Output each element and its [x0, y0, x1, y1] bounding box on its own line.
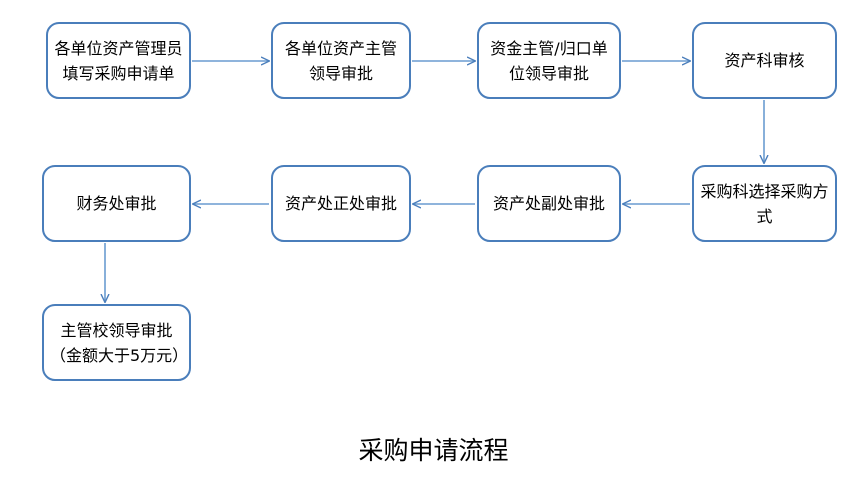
node-label: 资产处副处审批: [492, 194, 605, 213]
node-label: 各单位资产管理员填写采购申请单: [54, 38, 183, 83]
node-label: 采购科选择采购方式: [700, 181, 829, 226]
node-school-leader-approval[interactable]: 主管校领导审批（金额大于5万元）: [42, 304, 191, 381]
diagram-caption: 采购申请流程: [358, 436, 509, 465]
node-label: 资产处正处审批: [284, 194, 397, 213]
node-unit-asset-head-approval[interactable]: 各单位资产主管领导审批: [271, 22, 411, 99]
node-label: 主管校领导审批（金额大于5万元）: [50, 320, 189, 365]
node-finance-dept-approval[interactable]: 财务处审批: [42, 165, 191, 242]
node-label: 资产科审核: [724, 51, 805, 70]
node-label: 各单位资产主管领导审批: [284, 38, 397, 83]
node-asset-dept-deputy-approval[interactable]: 资产处副处审批: [477, 165, 621, 242]
node-label: 财务处审批: [76, 194, 157, 213]
node-fund-head-approval[interactable]: 资金主管/归口单位领导审批: [477, 22, 621, 99]
node-label: 资金主管/归口单位领导审批: [490, 38, 608, 83]
node-procurement-method-selection[interactable]: 采购科选择采购方式: [692, 165, 837, 242]
node-asset-dept-director-approval[interactable]: 资产处正处审批: [271, 165, 411, 242]
node-asset-section-review[interactable]: 资产科审核: [692, 22, 837, 99]
node-apply-form[interactable]: 各单位资产管理员填写采购申请单: [46, 22, 191, 99]
